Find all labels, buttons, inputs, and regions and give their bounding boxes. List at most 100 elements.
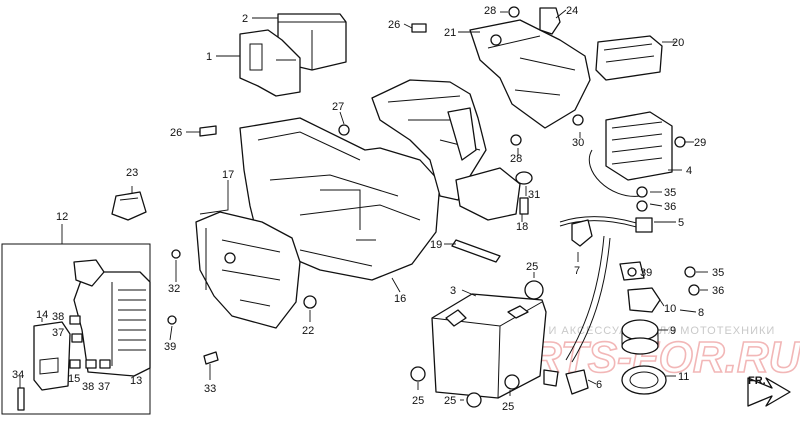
part-14-cover: [33, 321, 71, 391]
part-25a-grommet: [524, 280, 544, 300]
callout-21: 21: [444, 27, 456, 39]
callout-1: 1: [206, 51, 212, 63]
callout-23: 23: [126, 167, 138, 179]
part-36a-washer: [688, 284, 700, 296]
callout-30: 30: [572, 137, 584, 149]
part-18-bolt: [519, 197, 529, 215]
part-33-bolt: [203, 351, 219, 365]
callout-2: 2: [242, 13, 248, 25]
callout-24: 24: [566, 5, 578, 17]
part-17-bracket: [195, 211, 301, 329]
callout-39b: 39: [640, 267, 652, 279]
part-38a-clip: [69, 315, 81, 325]
callout-37a: 37: [52, 327, 64, 339]
part-15-clip: [69, 359, 81, 369]
part-6-terminal: [543, 369, 589, 395]
callout-35b: 35: [664, 187, 676, 199]
callout-33: 33: [204, 383, 216, 395]
callout-3: 3: [450, 285, 456, 297]
part-35a-nut: [684, 266, 696, 278]
callout-11: 11: [678, 371, 689, 383]
callout-38a: 38: [52, 311, 64, 323]
part-37a-clip: [71, 333, 83, 343]
callout-4: 4: [686, 165, 692, 177]
callout-20: 20: [672, 37, 684, 49]
part-7-cable: [565, 219, 611, 363]
part-23-cap: [111, 191, 147, 221]
front-arrow-icon: [747, 377, 791, 407]
part-31-grommet: [515, 171, 533, 185]
part-35b-nut: [636, 186, 648, 198]
callout-28b: 28: [510, 153, 522, 165]
callout-9: 9: [670, 325, 676, 337]
part-27-nut: [338, 124, 350, 136]
fasteners: [69, 6, 700, 408]
callout-15: 15: [68, 373, 80, 385]
callout-27: 27: [332, 101, 344, 113]
part-11-band: [621, 365, 667, 395]
part-3-battery: [431, 293, 547, 399]
part-9-starter-relay: [621, 319, 659, 355]
callout-39a: 39: [164, 341, 176, 353]
part-38b-clip: [85, 359, 97, 369]
front-direction-indicator: FR.: [747, 375, 791, 407]
callout-7: 7: [574, 265, 580, 277]
callout-5: 5: [678, 217, 684, 229]
callout-25c: 25: [444, 395, 456, 407]
callout-8: 8: [698, 307, 704, 319]
callout-19: 19: [430, 239, 442, 251]
callout-34: 34: [12, 369, 24, 381]
callouts: 2 1 26 26 27 21 28 24 20 29 30 28 4 35 3…: [12, 5, 724, 413]
part-21-bracket: [469, 19, 591, 129]
part-28a-nut: [508, 6, 520, 18]
callout-37b: 37: [98, 381, 110, 393]
part-24-clip: [539, 7, 561, 35]
part-37b-clip: [99, 359, 111, 369]
part-22-nut: [303, 295, 317, 309]
callout-22: 22: [302, 325, 314, 337]
callout-28a: 28: [484, 5, 496, 17]
callout-25a: 25: [526, 261, 538, 273]
part-29-nut: [674, 136, 686, 148]
part-1-bracket: [239, 29, 301, 97]
callout-25b: 25: [412, 395, 424, 407]
callout-10: 10: [664, 303, 676, 315]
part-25c-grommet: [466, 392, 482, 408]
callout-18: 18: [516, 221, 528, 233]
part-30-nut: [572, 114, 584, 126]
callout-38b: 38: [82, 381, 94, 393]
callout-25d: 25: [502, 401, 514, 413]
callout-36a: 36: [712, 285, 724, 297]
callout-36b: 36: [664, 201, 676, 213]
callout-26a: 26: [170, 127, 182, 139]
part-12-group-frame: [1, 243, 151, 415]
callout-13: 13: [130, 375, 142, 387]
leader-lines: [19, 9, 708, 401]
part-39b-clip: [627, 267, 637, 277]
part-36b-washer: [636, 200, 648, 212]
part-26b-bolt: [411, 23, 427, 33]
part-34-screw: [17, 387, 25, 411]
callout-12: 12: [56, 211, 68, 223]
callout-35a: 35: [712, 267, 724, 279]
part-19-pin: [451, 239, 501, 263]
part-4-regulator: [589, 111, 673, 197]
callout-16: 16: [394, 293, 406, 305]
part-20-connector: [595, 35, 663, 81]
callout-32: 32: [168, 283, 180, 295]
front-label: FR.: [748, 375, 766, 387]
callout-26b: 26: [388, 19, 400, 31]
part-39a-clip: [167, 315, 177, 325]
part-13-fuse-box: [73, 259, 151, 377]
callout-17: 17: [222, 169, 234, 181]
part-28b-nut: [510, 134, 522, 146]
part-32-screw: [171, 249, 181, 259]
part-25b-grommet: [410, 366, 426, 382]
part-26a-bolt: [199, 125, 217, 137]
callout-29: 29: [694, 137, 706, 149]
callout-14: 14: [36, 309, 48, 321]
part-25d-grommet: [504, 374, 520, 390]
callout-31: 31: [528, 189, 540, 201]
part-5-cable: [559, 216, 653, 233]
